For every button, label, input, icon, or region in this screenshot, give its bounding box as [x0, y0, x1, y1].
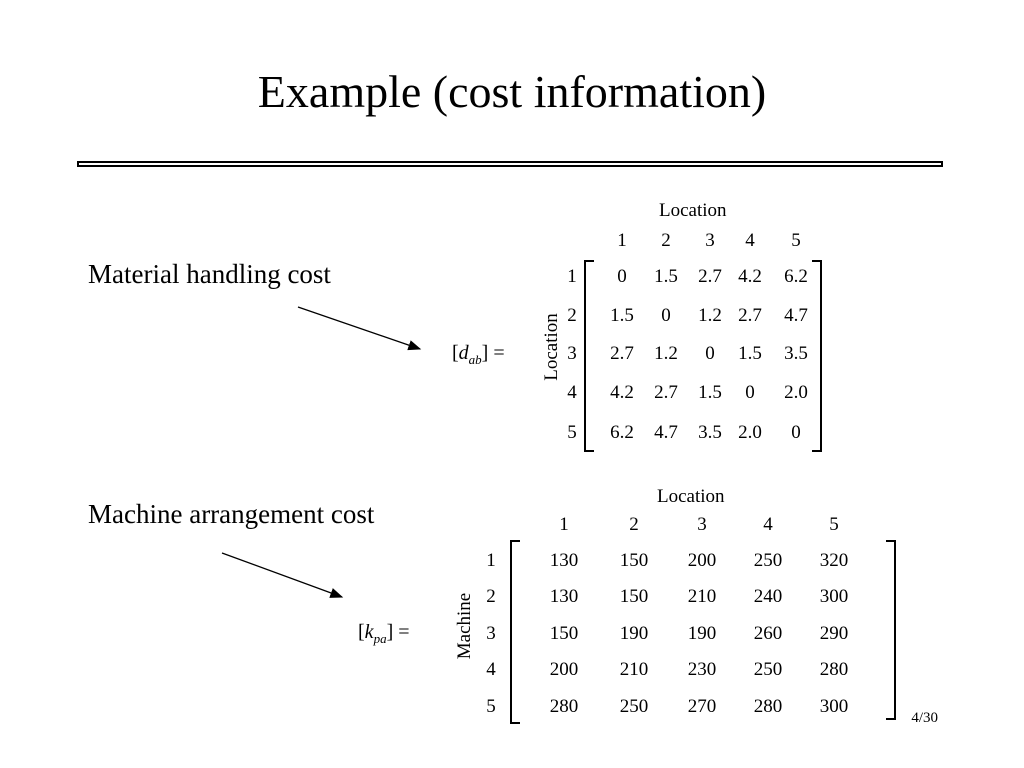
distance-cell: 1.5 — [738, 343, 762, 364]
distance-cell: 3.5 — [698, 422, 722, 443]
machine-cell: 200 — [687, 550, 717, 571]
machine-cell: 280 — [819, 659, 849, 680]
distance-cell: 2.7 — [698, 266, 722, 287]
material-arrow — [297, 306, 422, 351]
distance-col-header: 1 — [617, 230, 627, 251]
distance-cell: 1.2 — [654, 343, 678, 364]
machine-col-header: 4 — [763, 514, 773, 535]
distance-cell: 4.7 — [654, 422, 678, 443]
distance-cell: 4.7 — [784, 305, 808, 326]
machine-col-axis-title: Location — [657, 486, 725, 507]
machine-matrix-symbol: [kpa] = — [358, 621, 410, 646]
distance-cell: 0 — [791, 422, 801, 443]
machine-row-header: 4 — [486, 659, 496, 680]
slide-title: Example (cost information) — [257, 66, 767, 117]
machine-col-header: 3 — [697, 514, 707, 535]
machine-cell: 210 — [619, 659, 649, 680]
machine-row-header: 5 — [486, 696, 496, 717]
distance-col-header: 3 — [705, 230, 715, 251]
distance-cell: 2.0 — [784, 382, 808, 403]
distance-right-bracket — [812, 260, 822, 452]
distance-cell: 1.5 — [654, 266, 678, 287]
distance-row-axis-title: Location — [541, 313, 562, 381]
distance-cell: 0 — [661, 305, 671, 326]
machine-cell: 280 — [753, 696, 783, 717]
machine-arrow — [221, 552, 344, 598]
distance-cell: 0 — [617, 266, 627, 287]
machine-cell: 250 — [619, 696, 649, 717]
material-handling-label: Material handling cost — [88, 259, 331, 289]
machine-cell: 150 — [619, 586, 649, 607]
distance-cell: 1.5 — [610, 305, 634, 326]
machine-cell: 250 — [753, 550, 783, 571]
distance-col-header: 4 — [745, 230, 755, 251]
distance-cell: 2.0 — [738, 422, 762, 443]
machine-cell: 240 — [753, 586, 783, 607]
machine-right-bracket — [886, 540, 896, 720]
machine-col-header: 5 — [829, 514, 839, 535]
distance-cell: 4.2 — [738, 266, 762, 287]
distance-cell: 1.5 — [698, 382, 722, 403]
distance-cell: 4.2 — [610, 382, 634, 403]
distance-row-header: 3 — [567, 343, 577, 364]
distance-row-header: 5 — [567, 422, 577, 443]
distance-cell: 1.2 — [698, 305, 722, 326]
distance-cell: 3.5 — [784, 343, 808, 364]
machine-cell: 230 — [687, 659, 717, 680]
distance-row-header: 2 — [567, 305, 577, 326]
distance-col-header: 5 — [791, 230, 801, 251]
distance-cell: 2.7 — [654, 382, 678, 403]
machine-cell: 280 — [549, 696, 579, 717]
distance-left-bracket — [584, 260, 594, 452]
distance-cell: 2.7 — [610, 343, 634, 364]
machine-col-header: 1 — [559, 514, 569, 535]
machine-cell: 210 — [687, 586, 717, 607]
distance-matrix-symbol: [dab] = — [452, 342, 505, 367]
machine-cell: 200 — [549, 659, 579, 680]
machine-row-header: 3 — [486, 623, 496, 644]
machine-cell: 190 — [619, 623, 649, 644]
distance-row-header: 1 — [567, 266, 577, 287]
title-divider — [77, 161, 943, 167]
machine-cell: 290 — [819, 623, 849, 644]
distance-cell: 0 — [745, 382, 755, 403]
machine-row-axis-title: Machine — [454, 592, 475, 660]
machine-cell: 130 — [549, 550, 579, 571]
machine-cell: 150 — [549, 623, 579, 644]
distance-symbol-main: d — [458, 342, 469, 364]
distance-cell: 2.7 — [738, 305, 762, 326]
machine-cell: 300 — [819, 696, 849, 717]
distance-cell: 6.2 — [610, 422, 634, 443]
machine-row-header: 1 — [486, 550, 496, 571]
distance-col-header: 2 — [661, 230, 671, 251]
machine-col-header: 2 — [629, 514, 639, 535]
machine-cell: 190 — [687, 623, 717, 644]
page-number: 4/30 — [911, 710, 938, 726]
machine-cell: 260 — [753, 623, 783, 644]
distance-cell: 0 — [705, 343, 715, 364]
machine-row-header: 2 — [486, 586, 496, 607]
distance-row-header: 4 — [567, 382, 577, 403]
machine-cell: 130 — [549, 586, 579, 607]
machine-left-bracket — [510, 540, 520, 724]
distance-cell: 6.2 — [784, 266, 808, 287]
machine-symbol-sub: pa — [373, 631, 387, 646]
machine-cell: 300 — [819, 586, 849, 607]
distance-symbol-sub: ab — [468, 352, 482, 367]
machine-symbol-main: k — [364, 621, 374, 643]
machine-cell: 270 — [687, 696, 717, 717]
distance-col-axis-title: Location — [659, 200, 727, 221]
machine-cell: 320 — [819, 550, 849, 571]
machine-cell: 150 — [619, 550, 649, 571]
machine-cell: 250 — [753, 659, 783, 680]
machine-arrangement-label: Machine arrangement cost — [88, 499, 375, 529]
